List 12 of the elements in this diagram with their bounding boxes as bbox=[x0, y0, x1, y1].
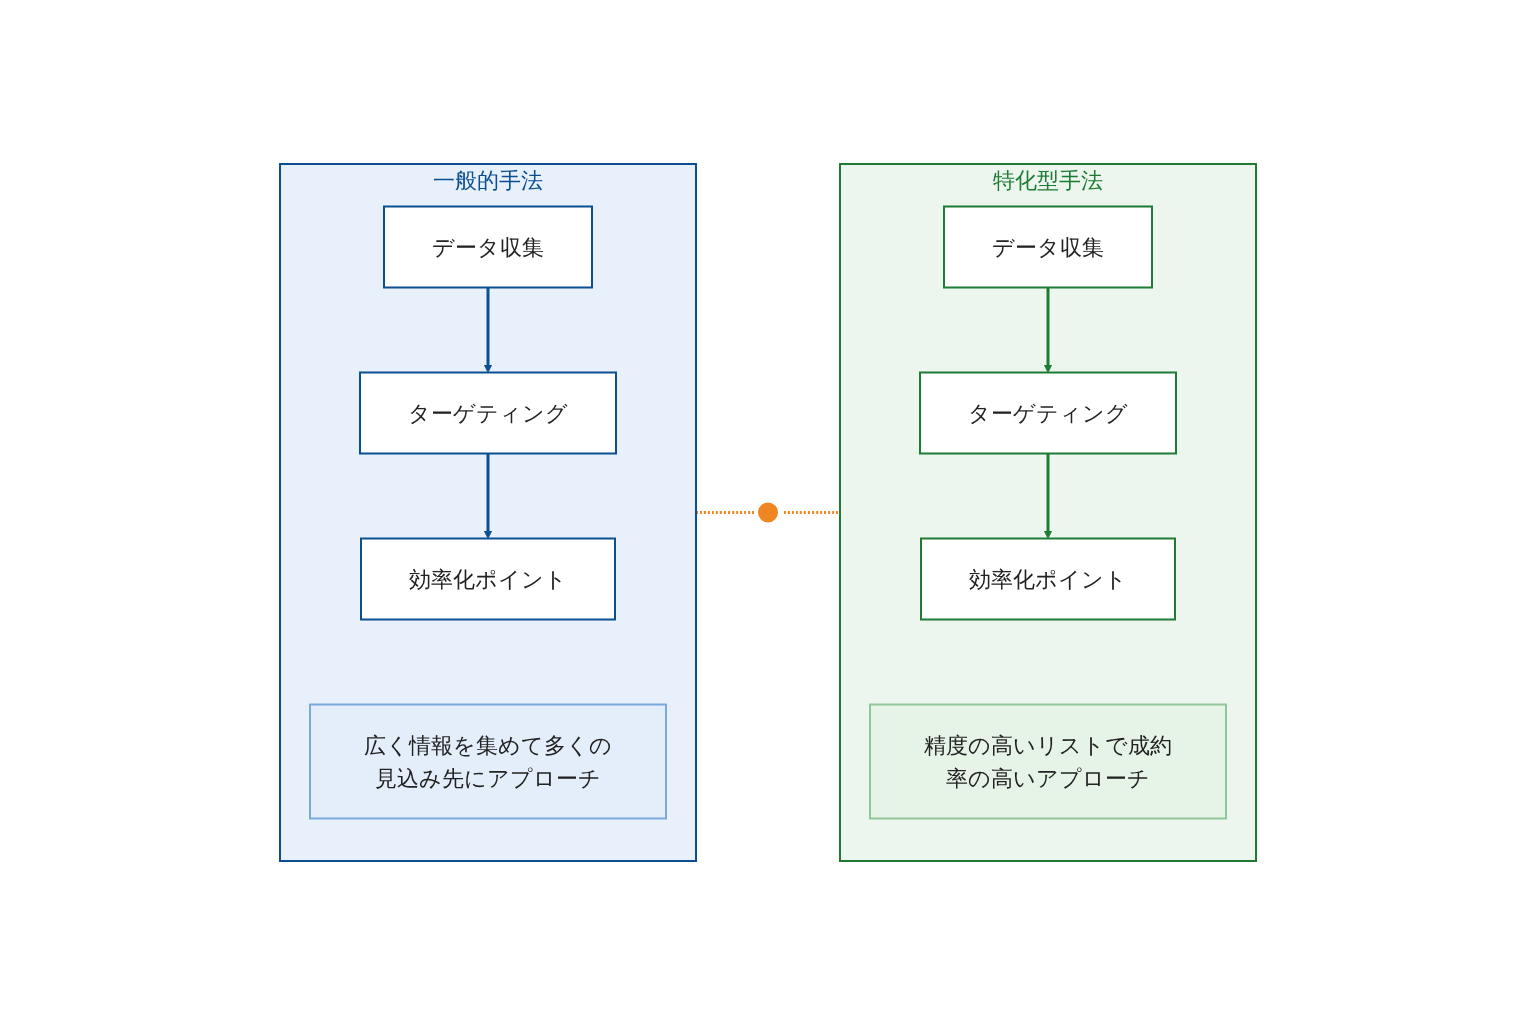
node-box: データ収集 bbox=[943, 205, 1153, 288]
node-box: 広く情報を集めて多くの見込み先にアプローチ bbox=[309, 703, 667, 819]
arrow bbox=[1043, 287, 1053, 373]
arrow bbox=[1043, 453, 1053, 539]
node-box: ターゲティング bbox=[919, 371, 1177, 454]
node-box: 効率化ポイント bbox=[360, 537, 616, 620]
node-box: ターゲティング bbox=[359, 371, 617, 454]
arrow bbox=[483, 453, 493, 539]
arrow bbox=[483, 287, 493, 373]
node-box: 精度の高いリストで成約率の高いアプローチ bbox=[869, 703, 1227, 819]
node-box: データ収集 bbox=[383, 205, 593, 288]
node-box: 効率化ポイント bbox=[920, 537, 1176, 620]
